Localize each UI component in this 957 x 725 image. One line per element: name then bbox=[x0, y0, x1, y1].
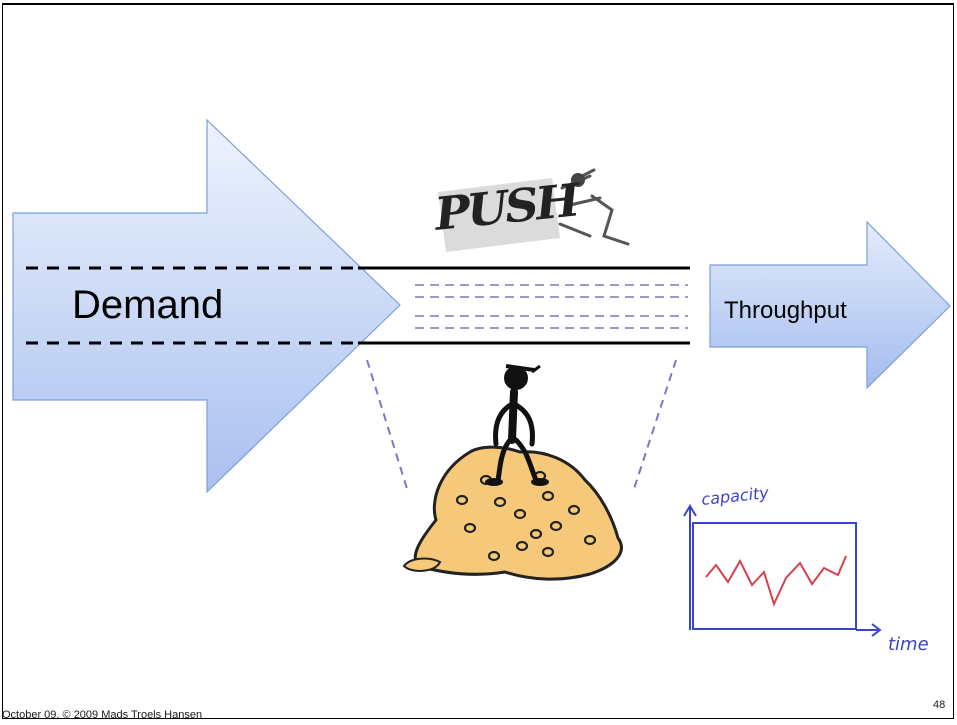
demand-label: Demand bbox=[72, 283, 224, 327]
funnel-left-line bbox=[366, 359, 409, 493]
graph-x-label: time bbox=[888, 634, 929, 655]
funnel-right-line bbox=[632, 359, 677, 493]
throughput-label: Throughput bbox=[724, 297, 847, 324]
page-number: 48 bbox=[933, 699, 946, 711]
demand-arrow bbox=[12, 118, 401, 494]
slide-frame bbox=[2, 3, 954, 719]
pipe-purple-dashes bbox=[415, 284, 688, 329]
push-logo-icon bbox=[438, 168, 630, 252]
throughput-arrow bbox=[709, 220, 951, 390]
footer-copyright: October 09, © 2009 Mads Troels Hansen bbox=[2, 709, 203, 721]
money-pile-icon bbox=[402, 364, 623, 581]
graph-y-label: capacity bbox=[700, 483, 770, 509]
capacity-graph-icon: capacity time bbox=[683, 483, 929, 655]
